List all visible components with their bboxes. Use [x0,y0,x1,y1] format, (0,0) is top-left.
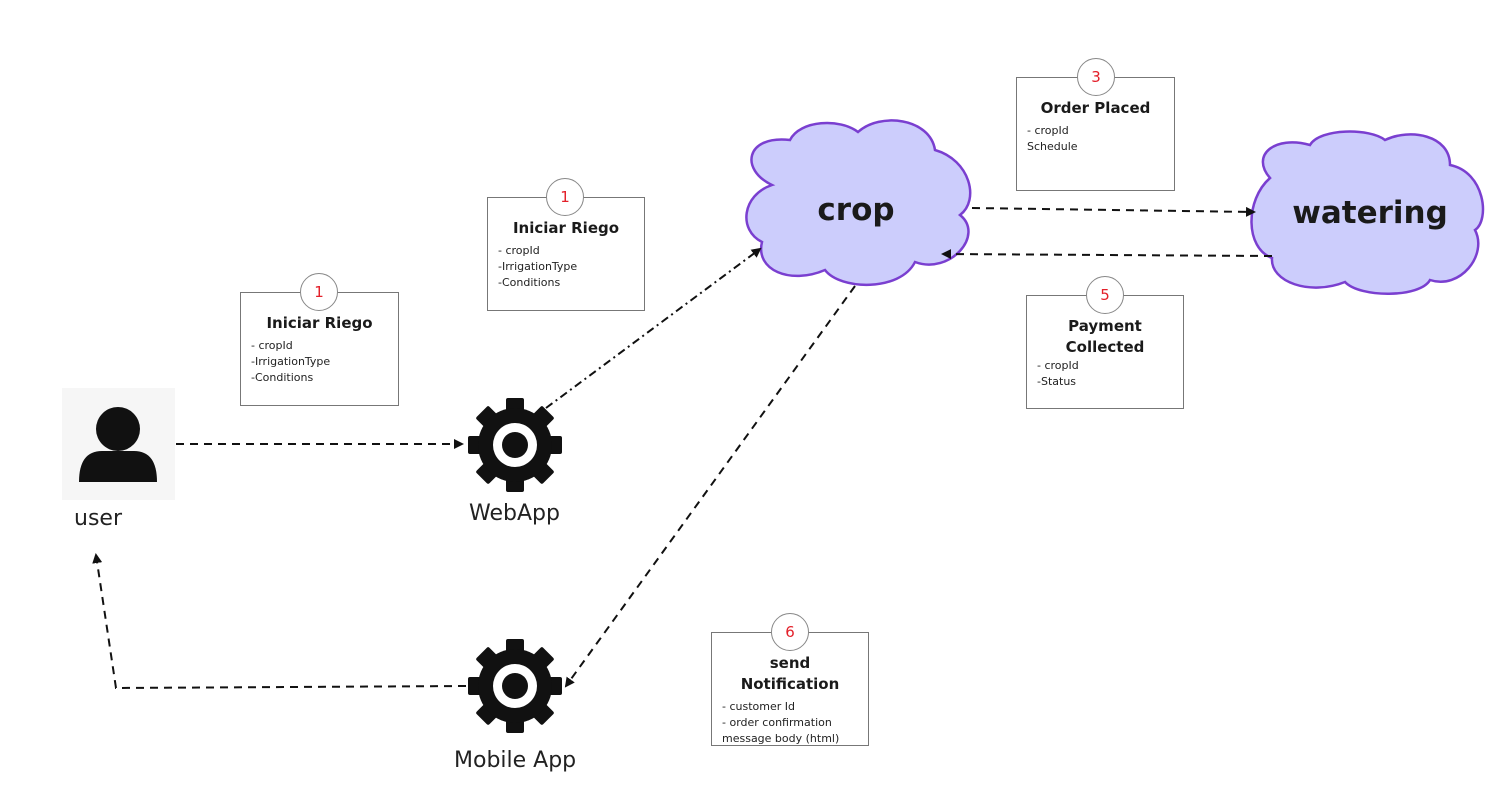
card-field: -IrrigationType [251,355,331,368]
mobile-app-label: Mobile App [454,748,577,773]
card-title: send Notification [740,654,840,693]
user-icon [79,407,157,482]
card-field: -IrrigationType [498,260,578,273]
card-fields: - cropId -Status [1037,358,1173,390]
crop-label: crop [817,192,895,228]
event-card-iniciar-riego-1[interactable]: Iniciar Riego - cropId -IrrigationType -… [240,292,399,406]
card-title: Iniciar Riego [266,314,373,332]
step-badge: 5 [1086,276,1124,314]
webapp-label: WebApp [469,501,560,526]
crop-cloud[interactable] [745,119,972,287]
step-badge: 1 [546,178,584,216]
card-field: - cropId [1027,124,1069,137]
card-fields: - cropId -IrrigationType -Conditions [251,338,388,386]
arrow-webapp-to-crop [545,247,762,409]
card-field: - cropId [251,339,293,352]
card-field: -Conditions [498,276,561,289]
arrow-crop-to-mobile [564,285,856,688]
arrow-watering-to-crop [941,249,1273,260]
card-field: - cropId [498,244,540,257]
webapp-gear-icon [468,398,562,492]
arrow-mobile-to-user [92,553,467,690]
event-card-order-placed[interactable]: Order Placed - cropId Schedule [1016,77,1175,191]
event-card-iniciar-riego-2[interactable]: Iniciar Riego - cropId -IrrigationType -… [487,197,645,311]
card-title: Order Placed [1040,99,1151,117]
card-title-line2: Collected [1065,338,1145,356]
step-badge: 3 [1077,58,1115,96]
card-field: -Status [1037,375,1077,388]
watering-cloud[interactable] [1250,130,1485,295]
card-field: Schedule [1027,140,1078,153]
card-fields: - cropId Schedule [1027,123,1164,155]
card-field: message body (html) [722,732,840,745]
step-badge: 6 [771,613,809,651]
user-label: user [74,506,122,531]
card-fields: - customer Id - order confirmation messa… [722,699,858,747]
card-field: - cropId [1037,359,1079,372]
card-field: - customer Id [722,700,795,713]
event-card-send-notification[interactable]: send Notification - customer Id - order … [711,632,869,746]
watering-label: watering [1292,195,1448,231]
card-title: Iniciar Riego [512,219,620,237]
arrow-crop-to-watering [971,206,1256,217]
card-title-line1: Payment [1068,317,1142,335]
step-badge: 1 [300,273,338,311]
mobile-gear-icon [468,639,562,733]
card-fields: - cropId -IrrigationType -Conditions [498,243,634,291]
card-field: - order confirmation [722,716,832,729]
card-field: -Conditions [251,371,314,384]
event-card-payment-collected[interactable]: Payment Collected - cropId -Status [1026,295,1184,409]
